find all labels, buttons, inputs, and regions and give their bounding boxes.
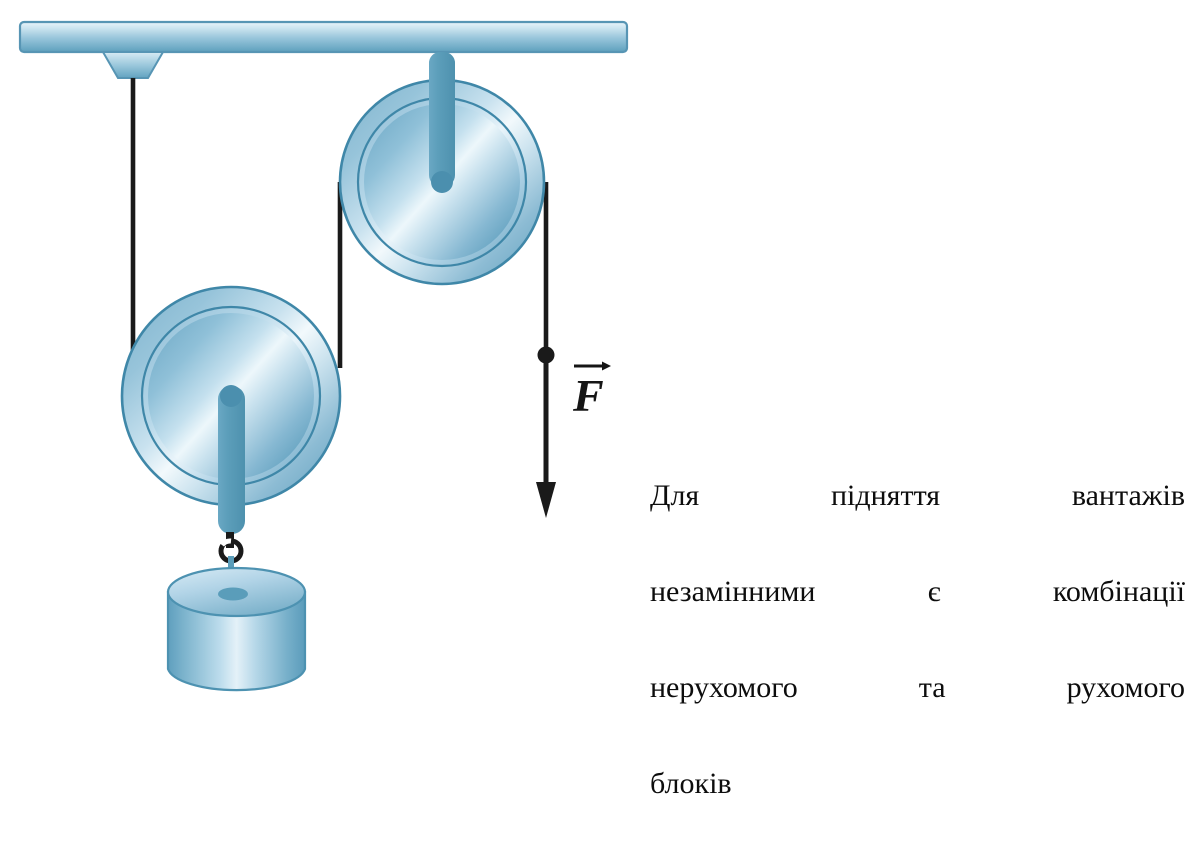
load-weight-eyelet xyxy=(218,587,248,601)
movable-pulley-hub xyxy=(220,385,242,407)
caption-line-3: нерухомого та рухомого xyxy=(650,671,1185,704)
figure-canvas: F Для підняття вантажів незамінними є ко… xyxy=(18,20,1185,800)
anchor-bracket xyxy=(101,51,165,79)
force-label: F xyxy=(572,361,611,421)
ceiling-beam xyxy=(18,20,629,54)
force-label-text: F xyxy=(572,370,604,421)
caption-line-4: блоків xyxy=(650,767,732,800)
fixed-pulley-hub xyxy=(431,171,453,193)
movable-pulley-hanger-bar xyxy=(218,386,245,534)
load-weight xyxy=(166,566,307,692)
force-arrow xyxy=(536,346,556,518)
caption-text: Для підняття вантажів незамінними є комб… xyxy=(650,472,1185,856)
caption-line-2: незамінними є комбінації xyxy=(650,575,1185,608)
load-weight-body xyxy=(166,590,307,692)
movable-pulley xyxy=(120,285,342,534)
caption-line-1: Для підняття вантажів xyxy=(650,479,1185,512)
vector-arrow-icon xyxy=(602,361,611,371)
force-arrowhead xyxy=(536,482,556,518)
fixed-pulley xyxy=(338,52,546,286)
pulley-diagram: F xyxy=(18,20,629,692)
